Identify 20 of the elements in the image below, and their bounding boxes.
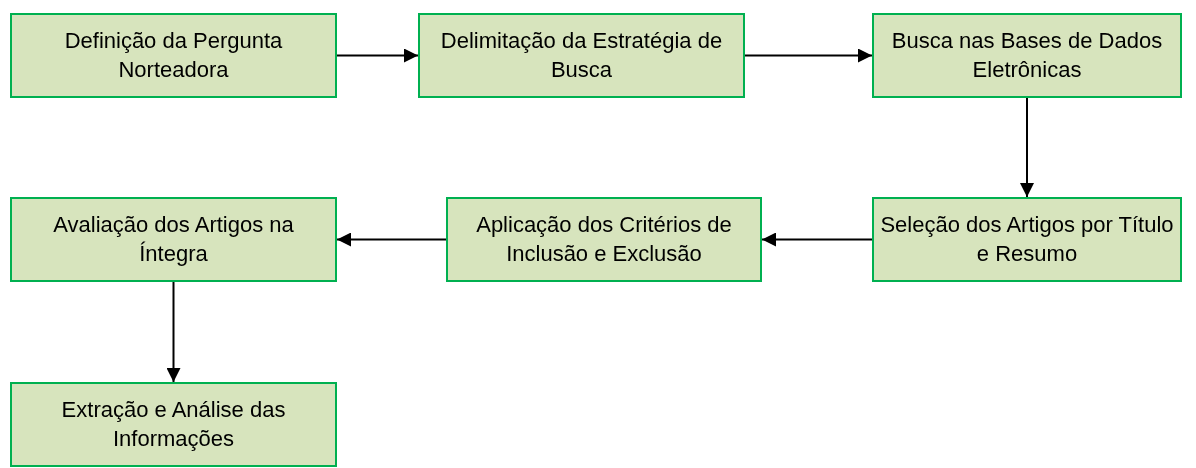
process-box bbox=[10, 382, 337, 467]
arrow bbox=[336, 48, 419, 63]
process-box bbox=[872, 197, 1182, 282]
arrow bbox=[761, 232, 873, 247]
step-label: Busca nas Bases de Dados Eletrônicas bbox=[890, 26, 1164, 84]
step-label: Aplicação dos Critérios de Inclusão e Exclusão bbox=[475, 210, 733, 268]
step-label: Seleção dos Artigos por Título e Resumo bbox=[879, 210, 1175, 268]
arrow bbox=[1020, 97, 1034, 198]
arrow bbox=[744, 48, 873, 63]
process-box bbox=[418, 13, 745, 98]
process-box bbox=[10, 13, 337, 98]
arrow bbox=[166, 281, 181, 383]
step-label: Avaliação dos Artigos na Íntegra bbox=[52, 210, 295, 268]
step-label: Delimitação da Estratégia de Busca bbox=[439, 26, 724, 84]
step-label: Definição da Pergunta Norteadora bbox=[63, 26, 284, 84]
process-box bbox=[446, 197, 762, 282]
step-label: Extração e Análise das Informações bbox=[60, 395, 287, 453]
process-box bbox=[872, 13, 1182, 98]
arrow bbox=[336, 232, 447, 247]
process-box bbox=[10, 197, 337, 282]
